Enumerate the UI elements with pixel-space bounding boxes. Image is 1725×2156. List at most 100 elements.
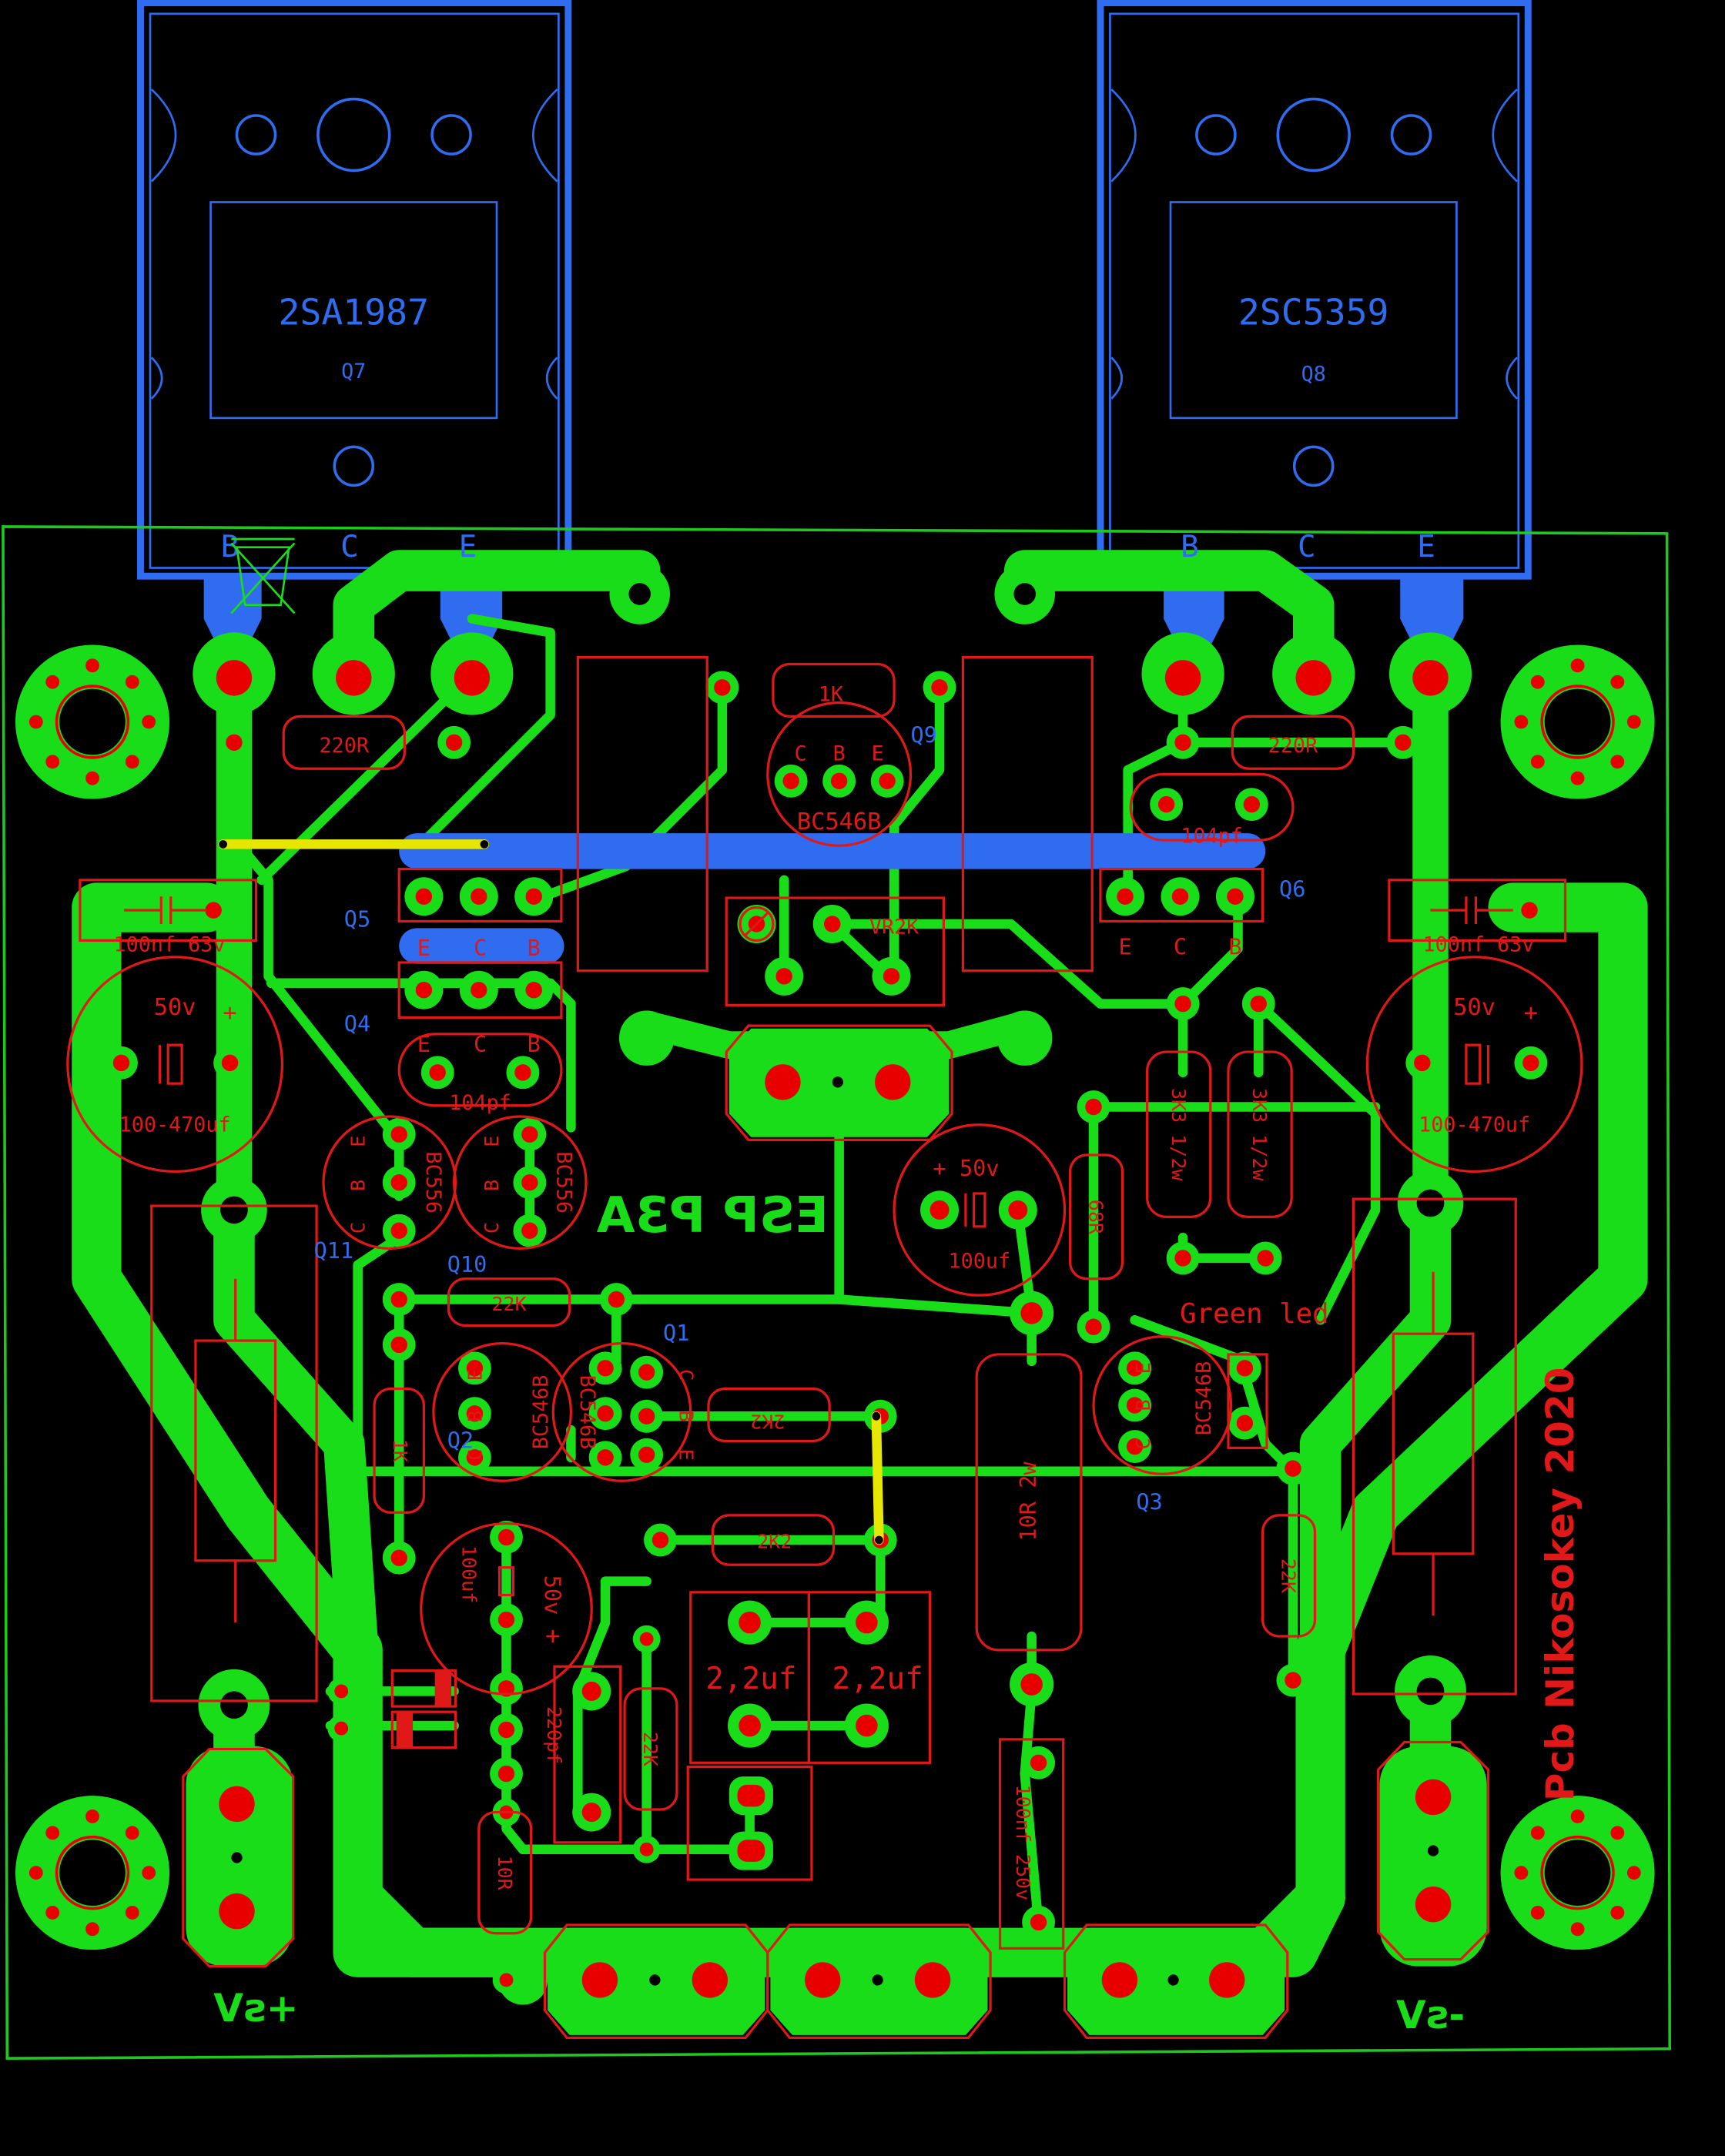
r-68r-label: 68R	[1085, 1200, 1107, 1235]
q5-label: Q5	[344, 906, 370, 932]
q10-part-label: BC556	[552, 1151, 576, 1214]
q3-label: Q3	[1136, 1489, 1162, 1515]
board-outline	[2, 525, 1672, 2061]
c-center-plus: +	[933, 1155, 946, 1181]
q8-part-label: 2SC5359	[1238, 291, 1389, 333]
c-2-2uf-a-label: 2,2uf	[705, 1662, 796, 1696]
pad-center-dots	[220, 583, 1445, 1986]
r-3k3-b-label: 3K3 1/2w	[1248, 1088, 1271, 1181]
vs-minus-label: -sV	[1396, 1993, 1465, 2037]
q6-pin-e: E	[1118, 933, 1131, 959]
r-1k-small-label: 1K	[389, 1439, 411, 1462]
q8-pin-c: C	[1298, 530, 1316, 564]
q6-label: Q6	[1279, 875, 1305, 902]
q4-label: Q4	[344, 1010, 370, 1036]
q3-part-label: BC546B	[1192, 1361, 1216, 1436]
c-220pf-label: 220pf	[543, 1706, 565, 1764]
q1-pin-e: E	[675, 1449, 698, 1461]
jumper-ends	[219, 840, 883, 1545]
r-22k-low-label: 22K	[639, 1732, 662, 1766]
q5-pin-e: E	[417, 935, 430, 961]
q5-pin-c: C	[474, 935, 487, 961]
q10-pin-e: E	[481, 1136, 503, 1147]
c-center-voltage: 50v	[960, 1155, 1000, 1181]
r-22k-right-label: 22K	[1278, 1558, 1300, 1593]
elec-left-voltage: 50v	[154, 994, 196, 1021]
q4-pin-c: C	[474, 1031, 487, 1057]
recycle-bin-icon	[230, 537, 296, 614]
c-100nf-left-label: 100nf 63v	[113, 933, 225, 957]
vs-plus-label: +sV	[213, 1986, 299, 2030]
r-10r-label: 10R	[494, 1856, 516, 1891]
mounting-holes	[28, 658, 1641, 1937]
c-low-voltage-label: 50v	[540, 1575, 566, 1615]
q11-pin-c: C	[347, 1222, 370, 1234]
power-transistor-q8	[1097, 0, 1532, 580]
q2-part-label: BC546B	[529, 1375, 553, 1450]
elec-left-cap: 100-470uf	[119, 1113, 231, 1137]
q9-pin-e: E	[872, 742, 884, 766]
r-1k-label: 1K	[819, 683, 844, 707]
q9-part-label: BC546B	[797, 808, 882, 835]
led-label: Green led	[1180, 1298, 1328, 1330]
r-220r-left-label: 220R	[320, 734, 370, 758]
jumpers	[218, 839, 884, 1545]
q3-pin-c: C	[1132, 1438, 1154, 1449]
vr2k-label: VR2K	[869, 916, 919, 939]
q10-label: Q10	[447, 1251, 487, 1277]
q9-label: Q9	[911, 721, 937, 748]
r-2k2-a-label: 2K2	[750, 1411, 785, 1433]
q10-pin-c: C	[481, 1222, 503, 1234]
elec-left-plus: +	[223, 999, 236, 1026]
pads-large	[216, 660, 1452, 1998]
q8-pin-e: E	[1417, 530, 1435, 564]
q9-pin-b: B	[833, 742, 846, 766]
elec-right-cap: 100-470uf	[1419, 1113, 1530, 1137]
q8-ref-label: Q8	[1301, 363, 1326, 387]
board-name-label: ESP P3A	[596, 1187, 828, 1244]
q3-pin-e: E	[1132, 1362, 1154, 1374]
q2-label: Q2	[447, 1427, 474, 1453]
r-10r-2w-label: 10R 2w	[1015, 1461, 1041, 1542]
q3-pin-b: B	[1132, 1399, 1154, 1411]
q5-pin-b: B	[528, 935, 541, 961]
q1-label: Q1	[663, 1320, 689, 1346]
q9-pin-c: C	[795, 742, 807, 766]
q1-pin-b: B	[675, 1411, 698, 1422]
q2-pin-e: E	[464, 1369, 486, 1381]
q6-pin-b: B	[1228, 933, 1241, 959]
blue-transistor-bodies	[399, 833, 1266, 964]
elec-right-plus: +	[1524, 999, 1538, 1026]
r-220r-right-label: 220R	[1268, 734, 1318, 758]
c-center-cap: 100uf	[948, 1249, 1010, 1273]
q1-part-label: BC546B	[575, 1375, 599, 1450]
q11-part-label: BC556	[421, 1151, 445, 1214]
credit-label: Pcb Nikosokey 2020	[1538, 1367, 1583, 1801]
r-3k3-a-label: 3K3 1/2w	[1167, 1088, 1190, 1181]
r-2k2-b-label: 2K2	[757, 1531, 792, 1553]
q2-pin-c: C	[464, 1449, 486, 1461]
pads-small	[105, 671, 1548, 1994]
c-low-plus: +	[539, 1629, 568, 1643]
q7-part-label: 2SA1987	[278, 291, 429, 333]
diode-bands	[396, 1670, 452, 1748]
c-100nf-right-label: 100nf 63v	[1422, 933, 1534, 957]
q4-pin-e: E	[417, 1031, 430, 1057]
q11-pin-e: E	[347, 1136, 370, 1147]
elec-right-voltage: 50v	[1453, 994, 1496, 1021]
q8-pin-b: B	[1181, 530, 1199, 564]
c-100nf-250v-label: 100nf 250v	[1012, 1785, 1034, 1901]
q7-ref-label: Q7	[341, 360, 366, 383]
c-low-cap-label: 100uf	[457, 1545, 480, 1603]
c-104pf-mid-label: 104pf	[449, 1091, 511, 1115]
q1-pin-c: C	[675, 1369, 698, 1381]
q7-pin-e: E	[459, 530, 477, 564]
q11-label: Q11	[314, 1237, 354, 1264]
silkscreen	[66, 655, 1583, 2040]
q6-pin-c: C	[1174, 933, 1187, 959]
q11-pin-b: B	[347, 1180, 370, 1191]
c-2-2uf-b-label: 2,2uf	[832, 1662, 923, 1696]
q4-pin-b: B	[528, 1031, 541, 1057]
q10-pin-b: B	[481, 1180, 503, 1191]
